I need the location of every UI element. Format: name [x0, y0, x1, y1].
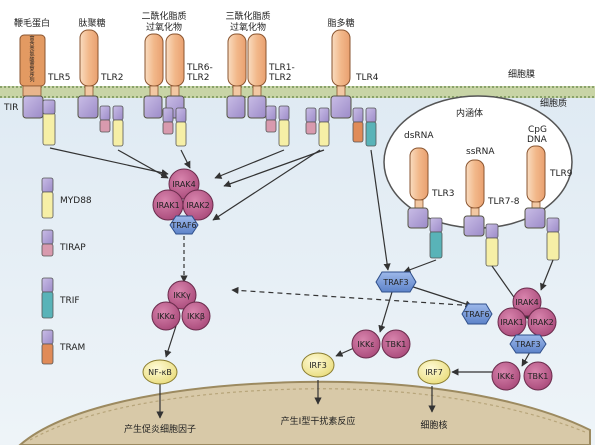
tlr2-receptor [77, 29, 124, 147]
label-ssrna: ssRNA [466, 147, 495, 157]
tlr5-receptor [19, 34, 56, 146]
ikkg-node [167, 280, 197, 310]
irak1-node-right [497, 307, 527, 337]
nfkb-node [142, 359, 178, 385]
tlr9-receptor [524, 145, 560, 261]
ikke-node-left [351, 329, 381, 359]
label-cytoplasm: 细胞质 [540, 97, 567, 109]
ligand-lps: 脂多糖 [327, 17, 354, 29]
output-proinflammatory: 产生促炎细胞因子 [124, 423, 196, 435]
ligand-diacyl-line2: 过氧化物 [146, 21, 182, 33]
legend-trif-label: TRIF [59, 296, 80, 306]
irak1-label: IRAK1 [156, 201, 179, 210]
ikka-node [151, 301, 181, 331]
tlr6-tlr2-receptor [143, 33, 187, 147]
traf6-node-right [461, 303, 493, 325]
tlr3-receptor [407, 147, 443, 259]
irak2-label-right: IRAK2 [530, 318, 553, 327]
leucine-rich-repeat-label: 富含亮氨酸重复序列 [29, 35, 34, 84]
label-tlr5: TLR5 [47, 73, 71, 83]
vertical-label-char: 亮 [29, 45, 34, 52]
irf3-node [301, 352, 335, 378]
ikkg-label: IKKγ [173, 291, 191, 300]
legend [41, 177, 54, 365]
label-tlr1-line1: TLR1- [268, 63, 295, 73]
legend-tram-icon [41, 329, 54, 365]
label-tir: TIR [3, 103, 18, 113]
ikke-node-right [491, 361, 521, 391]
traf6-label-right: TRAF6 [463, 310, 489, 319]
legend-myd88-label: MYD88 [60, 196, 92, 206]
tlr1-tlr2-receptor [226, 33, 290, 147]
tbk1-label-left: TBK1 [385, 340, 407, 349]
vertical-label-char: 列 [29, 77, 34, 84]
irf7-label: IRF7 [425, 368, 443, 377]
signal-arrows [49, 147, 554, 419]
extracellular-region [0, 0, 595, 88]
label-tlr7-8: TLR7-8 [487, 197, 520, 207]
output-nucleus: 细胞核 [420, 419, 447, 431]
label-dsrna: dsRNA [404, 131, 434, 141]
label-tlr2: TLR2 [100, 73, 124, 83]
irak2-node [182, 189, 214, 221]
ikke-label-right: IKKε [497, 372, 514, 381]
irf3-label: IRF3 [309, 361, 327, 370]
ikkb-label: IKKβ [187, 312, 205, 321]
traf3-node-left [375, 271, 417, 293]
ikka-label: IKKα [157, 312, 175, 321]
vertical-label-char: 复 [29, 66, 34, 73]
vertical-label-char: 含 [29, 40, 34, 47]
legend-tram-label: TRAM [59, 343, 85, 353]
traf3-node-right [509, 334, 547, 354]
ligand-peptidoglycan: 肽聚糖 [78, 17, 105, 29]
irak4-label-right: IRAK4 [515, 298, 538, 307]
ligand-triacyl-line2: 过氧化物 [230, 21, 266, 33]
tlr4-receptor [305, 29, 377, 147]
traf6-label: TRAF6 [170, 221, 196, 230]
irak1-label-right: IRAK1 [500, 318, 523, 327]
irak4-label: IRAK4 [172, 180, 195, 189]
nfkb-label: NF-κB [148, 368, 172, 377]
tbk1-label-right: TBK1 [527, 372, 549, 381]
label-tlr9: TLR9 [549, 169, 573, 179]
nucleus [18, 380, 591, 445]
irak2-label: IRAK2 [186, 201, 209, 210]
cell-membrane [0, 86, 595, 98]
irak2-node-right [527, 307, 557, 337]
label-tlr1-line2: TLR2 [268, 73, 292, 83]
vertical-label-char: 序 [29, 71, 34, 78]
irf7-node [417, 359, 451, 385]
tbk1-node-left [381, 329, 411, 359]
legend-tirap-label: TIRAP [59, 243, 86, 253]
label-tlr6-line2: TLR2 [186, 73, 210, 83]
label-tlr3: TLR3 [431, 189, 455, 199]
tbk1-node-right [523, 361, 553, 391]
label-cpg-line1: CpG [528, 125, 547, 135]
tlr7-8-receptor [463, 159, 499, 267]
legend-tirap-icon [41, 229, 54, 257]
label-endosome: 内涵体 [456, 107, 483, 119]
vertical-label-char: 酸 [29, 56, 34, 63]
vertical-label-char: 氨 [29, 51, 34, 58]
traf3-label-left: TRAF3 [382, 278, 408, 287]
ikke-label-left: IKKε [357, 340, 374, 349]
legend-myd88-icon [41, 177, 54, 219]
ikkb-node [181, 301, 211, 331]
irak4-node-right [512, 287, 542, 317]
legend-trif-icon [41, 277, 54, 319]
label-tlr6-line1: TLR6- [186, 63, 213, 73]
label-cell-membrane: 细胞膜 [508, 68, 535, 80]
traf3-label-right: TRAF3 [514, 340, 540, 349]
ligand-flagellin: 鞭毛蛋白 [14, 17, 50, 29]
vertical-label-char: 富 [29, 35, 34, 42]
traf6-node [169, 215, 199, 235]
vertical-label-char: 重 [29, 61, 34, 68]
label-tlr4: TLR4 [355, 73, 379, 83]
ligand-diacyl-line1: 二酰化脂质 [141, 10, 186, 22]
ligand-triacyl-line1: 三酰化脂质 [225, 10, 270, 22]
label-cpg-line2: DNA [527, 135, 548, 145]
output-interferon: 产生Ⅰ型干扰素反应 [281, 415, 356, 427]
